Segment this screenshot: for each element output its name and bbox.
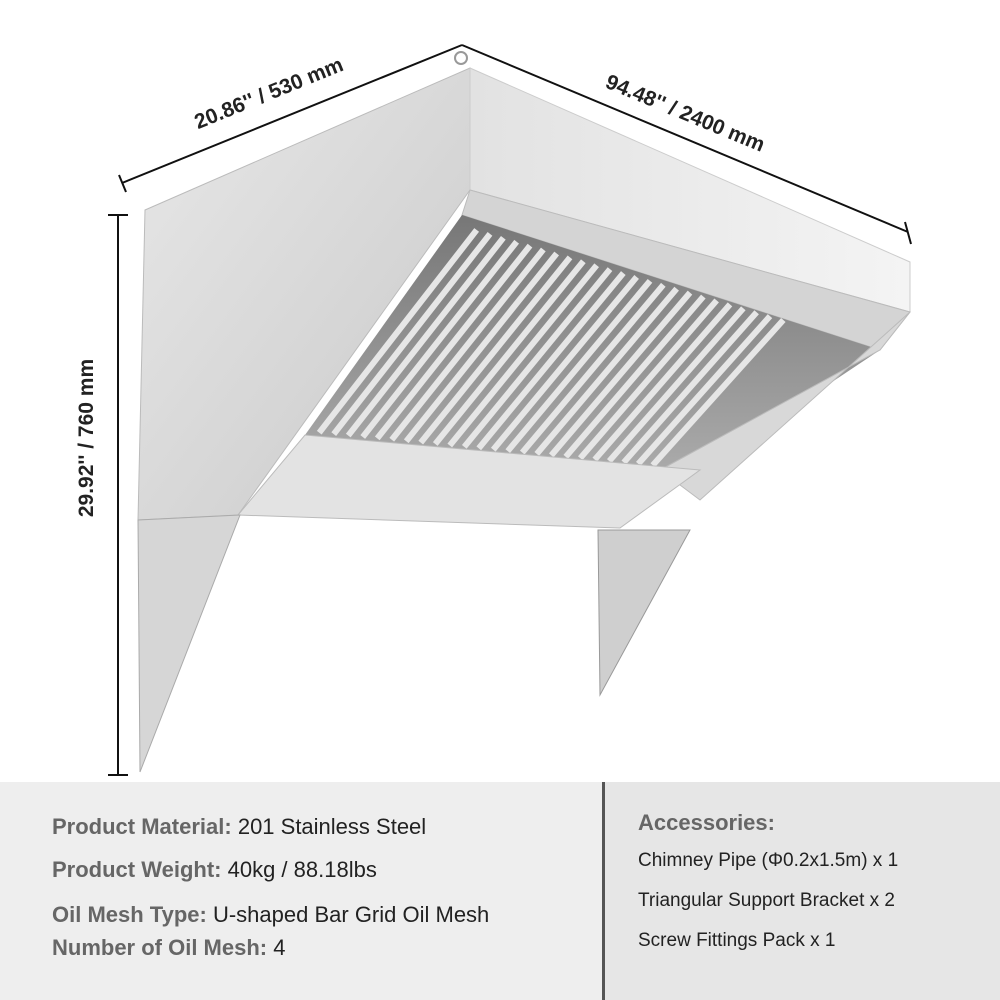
spec-mesh-type: Oil Mesh Type: U-shaped Bar Grid Oil Mes…	[52, 902, 489, 928]
hanging-ring	[454, 51, 468, 65]
right-support-bracket	[597, 529, 691, 697]
mesh-bar	[432, 259, 586, 446]
range-hood-illustration	[108, 44, 912, 776]
mesh-bar	[360, 239, 520, 439]
spec-material: Product Material: 201 Stainless Steel	[52, 814, 426, 840]
accessory-item: Triangular Support Bracket x 2	[638, 890, 895, 911]
spec-mesh-count: Number of Oil Mesh: 4	[52, 935, 286, 961]
mesh-bar	[331, 232, 493, 436]
accessory-item: Chimney Pipe (Φ0.2x1.5m) x 1	[638, 850, 899, 871]
mesh-bar	[636, 314, 773, 466]
mesh-bar	[650, 318, 786, 468]
spec-weight: Product Weight: 40kg / 88.18lbs	[52, 857, 377, 883]
mesh-bar	[374, 243, 533, 441]
mesh-bar	[461, 267, 613, 449]
spec-label: Oil Mesh Type:	[52, 902, 207, 927]
specs-panel: Product Material: 201 Stainless Steel Pr…	[0, 782, 603, 1000]
mesh-bar	[418, 255, 573, 445]
height-dimension-label: 29.92'' / 760 mm	[75, 358, 99, 518]
spec-label: Product Material:	[52, 814, 232, 839]
mesh-bar	[403, 251, 560, 444]
grease-trough	[236, 434, 702, 529]
oil-mesh-bars	[316, 228, 786, 468]
hood-side-panel	[137, 67, 471, 521]
mesh-bar	[592, 302, 733, 462]
mesh-bar	[476, 271, 626, 451]
mesh-bar	[519, 282, 666, 455]
dimension-lines	[108, 44, 912, 776]
mesh-bar	[447, 263, 599, 448]
spec-label: Product Weight:	[52, 857, 222, 882]
accessory-item: Screw Fittings Pack x 1	[638, 930, 836, 951]
mesh-bar	[548, 290, 693, 458]
left-support-bracket	[137, 514, 241, 773]
spec-value: 40kg / 88.18lbs	[227, 857, 377, 882]
mesh-bar	[389, 247, 546, 442]
mesh-bar	[505, 278, 653, 454]
mesh-bar	[621, 310, 759, 465]
mesh-bar	[534, 286, 679, 456]
spec-value: 4	[273, 935, 286, 960]
spec-value: U-shaped Bar Grid Oil Mesh	[212, 902, 490, 927]
mesh-bar	[606, 306, 746, 464]
mesh-bar	[563, 294, 706, 459]
mesh-bar	[345, 235, 506, 438]
spec-value: 201 Stainless Steel	[237, 814, 427, 839]
spec-label: Number of Oil Mesh:	[52, 935, 268, 960]
accessories-panel: Accessories: Chimney Pipe (Φ0.2x1.5m) x …	[605, 782, 1000, 1000]
mesh-bar	[316, 228, 480, 435]
panel-divider	[602, 782, 605, 1000]
accessories-title: Accessories:	[638, 810, 775, 835]
mesh-bar	[577, 298, 719, 461]
mesh-bar	[490, 275, 639, 452]
